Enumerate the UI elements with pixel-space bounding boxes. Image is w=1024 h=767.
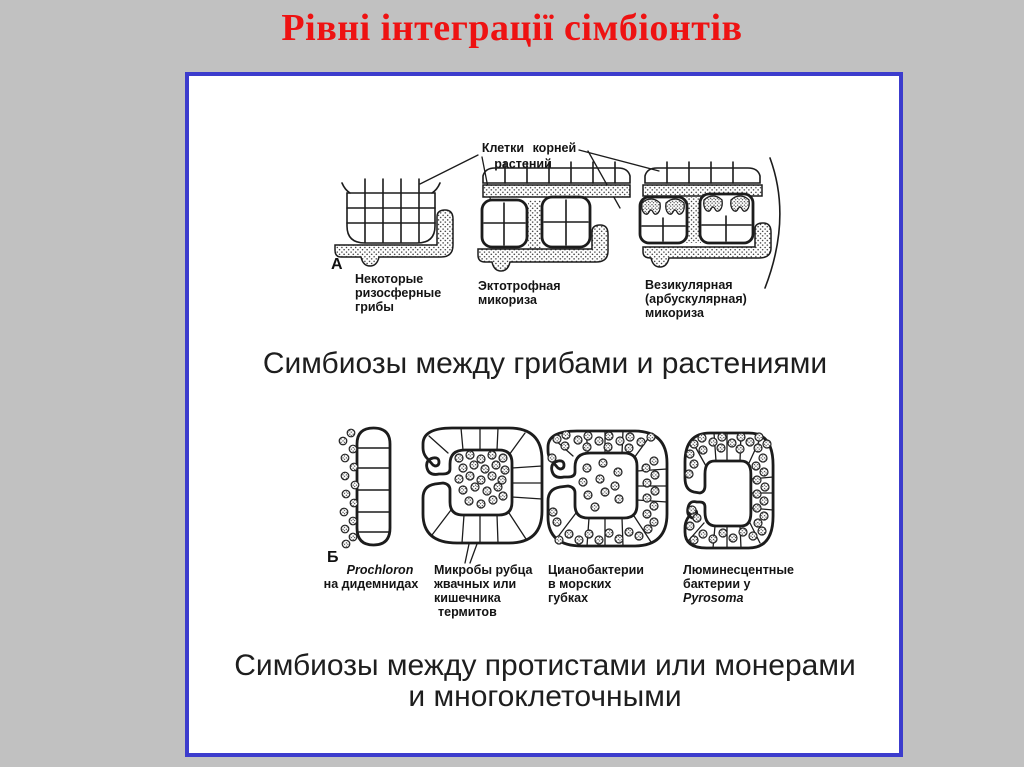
- diagram-luminescent-bacteria: [683, 431, 775, 550]
- diagram-prochloron: [338, 426, 392, 549]
- diagram-arbuscular-mycorrhiza: [638, 157, 781, 289]
- root-tissue-grid: [341, 178, 441, 243]
- label-line: Люминесцентные: [683, 563, 794, 577]
- caption-protists-line1: Симбиозы между протистами или монерами: [234, 649, 855, 682]
- label-line: губках: [548, 591, 588, 605]
- label-line: жвачных или: [433, 577, 516, 591]
- wall-bacteria: [684, 432, 772, 545]
- label-line: Эктотрофная: [478, 279, 561, 293]
- caption-protists-line2: и многоклеточными: [408, 680, 681, 713]
- epidermis-walls: [504, 161, 616, 184]
- fungal-layer: [334, 209, 454, 267]
- wall-cell-divisions: [428, 427, 543, 544]
- label-prochloron: Prochloron на дидемнидах: [324, 563, 419, 591]
- marker-b: Б: [327, 549, 339, 566]
- epidermis-band: [482, 167, 631, 184]
- label-line: Некоторые: [355, 272, 423, 286]
- label-ectotrophic: Эктотрофная микориза: [478, 279, 561, 307]
- label-arbuscular: Везикулярная (арбускулярная) микориза: [645, 278, 747, 320]
- hyphal-gap: [686, 197, 701, 243]
- hyphal-bottom-band: [477, 224, 609, 272]
- wall-cyanobacteria: [547, 430, 660, 545]
- label-line: микориза: [478, 293, 538, 307]
- root-cells-label-line1: Клетки корней: [482, 141, 576, 155]
- cell-cross-walls: [641, 215, 752, 242]
- capsule-segments: [356, 447, 391, 533]
- diagram-ectotrophic-mycorrhiza: [477, 161, 631, 272]
- lumen-cyanobacteria: [578, 458, 624, 512]
- label-luminescent-bacteria: Люминесцентные бактерии у Pyrosoma: [683, 563, 794, 605]
- diagram-cyanobacteria-sponges: [546, 429, 669, 548]
- prochloron-cells: [338, 428, 360, 549]
- label-line: грибы: [355, 300, 394, 314]
- arbuscules: [641, 195, 750, 215]
- diagram-rhizosphere-fungi: [334, 178, 454, 267]
- label-line: термитов: [438, 605, 497, 619]
- slide-title: Рівні інтеграції сімбіонтів: [281, 7, 743, 49]
- label-line: на дидемнидах: [324, 577, 419, 591]
- gut-section-outline: [421, 426, 544, 545]
- label-line: ризосферные: [355, 286, 441, 300]
- label-line: Pyrosoma: [683, 591, 743, 605]
- label-line: Prochloron: [347, 563, 414, 577]
- marker-a: А: [331, 256, 343, 273]
- label-line: кишечника: [434, 591, 502, 605]
- label-rumen-microbes: Микробы рубца жвачных или кишечника терм…: [433, 563, 533, 619]
- root-cells-label-line2: растений: [494, 157, 552, 171]
- hyphal-gap: [528, 200, 541, 249]
- caption-fungi-plants: Симбиозы между грибами и растениями: [263, 347, 827, 380]
- label-rhizosphere-fungi: Некоторые ризосферные грибы: [355, 272, 441, 314]
- label-line: бактерии у: [683, 577, 750, 591]
- label-line: микориза: [645, 306, 705, 320]
- didemnid-capsule: [355, 426, 392, 547]
- pointer-lines: [464, 543, 478, 564]
- pointer-arc: [764, 157, 781, 289]
- label-line: Цианобактерии: [548, 563, 644, 577]
- label-line: Микробы рубца: [434, 563, 533, 577]
- epidermis-band: [644, 167, 761, 184]
- symbiosis-figure: Клетки корней растений: [234, 141, 855, 713]
- hyphal-bottom-band: [642, 222, 772, 268]
- label-cyanobacteria: Цианобактерии в морских губках: [548, 563, 644, 605]
- lumen-microbes: [454, 450, 510, 509]
- label-line: (арбускулярная): [645, 292, 747, 306]
- diagram-rumen-microbes: [421, 426, 544, 564]
- figure-panel: Клетки корней растений: [185, 72, 903, 757]
- cell-cross-walls: [483, 199, 589, 246]
- label-line: Везикулярная: [645, 278, 733, 292]
- hyphal-sheath-band: [482, 184, 631, 198]
- root-tissue-outline: [346, 192, 436, 244]
- label-line: в морских: [548, 577, 611, 591]
- epidermis-walls: [666, 161, 734, 184]
